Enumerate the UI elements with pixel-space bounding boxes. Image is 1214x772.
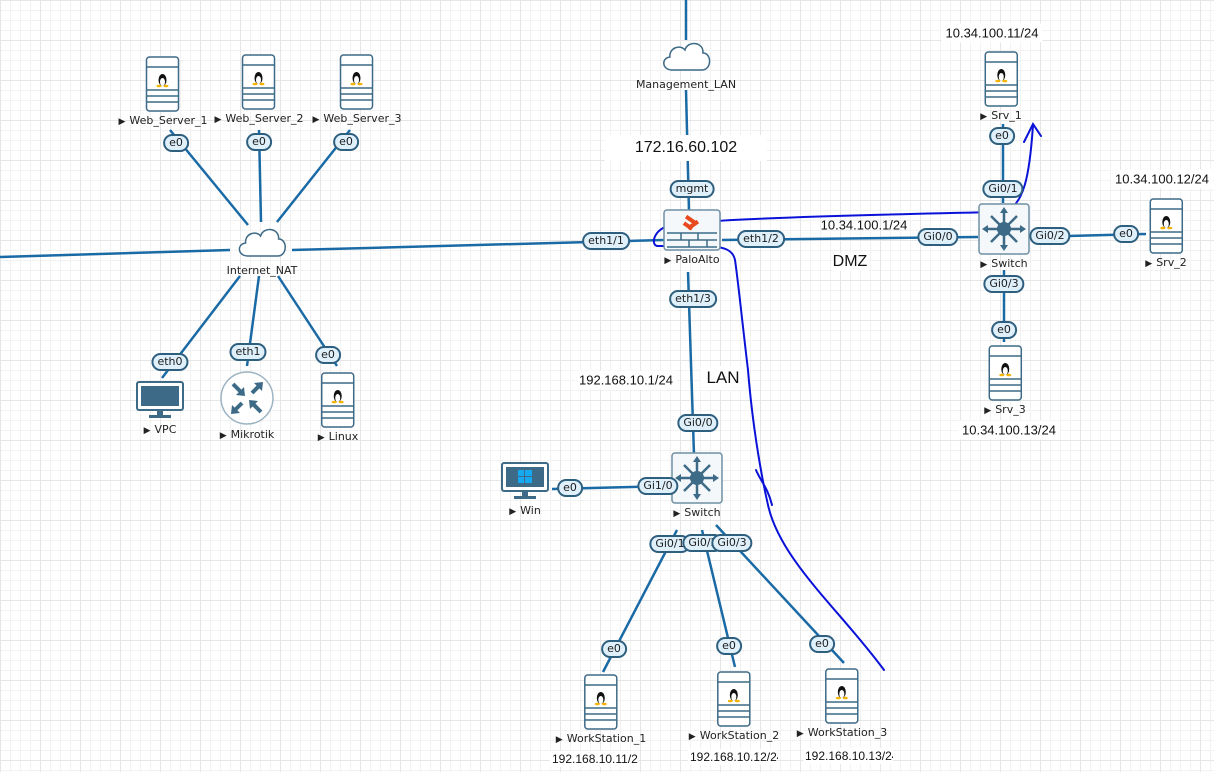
node-label: ▶WorkStation_2 (688, 729, 780, 742)
cloud-icon (239, 228, 287, 257)
port-dmz-switch-gi0-3[interactable]: Gi0/3 (983, 275, 1025, 293)
node-web-server-1[interactable]: ▶Web_Server_1 (118, 56, 208, 127)
annotation-dmz[interactable]: DMZ (832, 253, 868, 271)
port-dmz-switch-gi0-2[interactable]: Gi0/2 (1029, 227, 1071, 245)
node-label: ▶Win (509, 504, 541, 517)
node-label: ▶Srv_3 (984, 403, 1026, 416)
link-edge-internet[interactable] (0, 248, 231, 259)
node-label: ▶PaloAlto (664, 253, 720, 266)
node-label: ▶WorkStation_3 (796, 726, 888, 739)
node-workstation-1[interactable]: ▶WorkStation_1 (556, 674, 646, 745)
port-paloalto-eth1-1[interactable]: eth1/1 (582, 232, 630, 250)
node-srv-1[interactable]: ▶Srv_1 (980, 51, 1022, 122)
port-lan-switch-gi0-1[interactable]: Gi0/1 (649, 535, 691, 553)
port-workstation-1-e0[interactable]: e0 (601, 640, 627, 658)
node-label: ▶Srv_1 (980, 109, 1022, 122)
annotation-dmz-gateway-ip[interactable]: 10.34.100.1/24 (820, 217, 908, 233)
annotation-lan[interactable]: LAN (700, 366, 746, 390)
linux-server-icon (146, 56, 180, 112)
node-linux[interactable]: ▶Linux (317, 372, 359, 443)
port-paloalto-eth1-2[interactable]: eth1/2 (737, 230, 785, 248)
port-linux-e0[interactable]: e0 (315, 346, 341, 364)
port-dmz-switch-gi0-1[interactable]: Gi0/1 (982, 180, 1024, 198)
firewall-icon (663, 209, 721, 251)
node-label: ▶Switch (673, 506, 721, 519)
node-label: ▶VPC (143, 423, 177, 436)
node-web-server-2[interactable]: ▶Web_Server_2 (214, 54, 304, 125)
port-dmz-switch-gi0-0[interactable]: Gi0/0 (917, 228, 959, 246)
node-label: Management_LAN (635, 78, 737, 91)
port-lan-switch-gi1-0[interactable]: Gi1/0 (637, 477, 679, 495)
linux-server-icon (984, 51, 1018, 107)
node-label: ▶Web_Server_3 (312, 112, 402, 125)
monitor-icon (136, 381, 184, 418)
node-internet-nat[interactable]: Internet_NAT (226, 222, 298, 277)
node-workstation-3[interactable]: ▶WorkStation_3 (797, 668, 887, 739)
node-web-server-3[interactable]: ▶Web_Server_3 (312, 54, 402, 125)
linux-server-icon (340, 54, 374, 110)
port-mikrotik-eth1[interactable]: eth1 (229, 343, 267, 361)
port-vpc-eth0[interactable]: eth0 (151, 353, 189, 371)
linux-server-icon (717, 671, 751, 727)
port-web-server-3-e0[interactable]: e0 (333, 133, 359, 151)
port-web-server-2-e0[interactable]: e0 (246, 133, 272, 151)
annotation-srv-3-ip[interactable]: 10.34.100.13/24 (958, 420, 1060, 440)
windows-monitor-icon (501, 462, 549, 499)
port-workstation-3-e0[interactable]: e0 (809, 635, 835, 653)
port-lan-switch-gi0-0[interactable]: Gi0/0 (677, 414, 719, 432)
annotation-lan-gateway-ip[interactable]: 192.168.10.1/24 (575, 370, 677, 390)
annotation-srv-1-ip[interactable]: 10.34.100.11/24 (941, 23, 1043, 43)
port-lan-switch-gi0-3[interactable]: Gi0/3 (711, 534, 753, 552)
node-lan-switch[interactable]: ▶Switch (671, 452, 723, 519)
port-srv-1-e0[interactable]: e0 (989, 127, 1015, 145)
port-paloalto-eth1-3[interactable]: eth1/3 (669, 290, 717, 308)
node-vpc[interactable]: ▶VPC (135, 381, 185, 436)
annotation-workstation-1-ip[interactable]: 192.168.10.11/24 (550, 751, 638, 767)
annotation-workstation-2-ip[interactable]: 192.168.10.12/24 (688, 749, 778, 765)
port-paloalto-mgmt[interactable]: mgmt (669, 180, 715, 198)
node-srv-2[interactable]: ▶Srv_2 (1145, 198, 1187, 269)
switch-icon (671, 452, 723, 504)
node-label: Internet_NAT (226, 264, 298, 277)
linux-server-icon (584, 674, 618, 730)
annotation-workstation-3-ip[interactable]: 192.168.10.13/24 (803, 748, 893, 764)
node-label: ▶Switch (980, 257, 1028, 270)
linux-server-icon (321, 372, 355, 428)
node-dmz-switch[interactable]: ▶Switch (978, 203, 1030, 270)
annotation-srv-2-ip[interactable]: 10.34.100.12/24 (1111, 169, 1213, 189)
node-workstation-2[interactable]: ▶WorkStation_2 (689, 671, 779, 742)
node-label: ▶WorkStation_1 (555, 732, 647, 745)
node-win[interactable]: ▶Win (500, 462, 550, 517)
node-label: ▶Web_Server_1 (118, 114, 208, 127)
node-paloalto[interactable]: ▶PaloAlto (663, 209, 721, 266)
node-label: ▶Mikrotik (219, 428, 275, 441)
linux-server-icon (1149, 198, 1183, 254)
linux-server-icon (242, 54, 276, 110)
node-srv-3[interactable]: ▶Srv_3 (984, 345, 1026, 416)
router-icon (220, 371, 274, 425)
node-management-lan[interactable]: Management_LAN (636, 36, 736, 91)
node-label: ▶Linux (317, 430, 359, 443)
switch-icon (978, 203, 1030, 255)
port-win-e0[interactable]: e0 (557, 479, 583, 497)
node-label: ▶Srv_2 (1145, 256, 1187, 269)
node-mikrotik[interactable]: ▶Mikrotik (219, 370, 275, 441)
linux-server-icon (988, 345, 1022, 401)
port-workstation-2-e0[interactable]: e0 (716, 637, 742, 655)
port-srv-3-e0[interactable]: e0 (991, 321, 1017, 339)
node-label: ▶Web_Server_2 (214, 112, 304, 125)
cloud-icon (663, 42, 711, 71)
annotation-mgmt-ip[interactable]: 172.16.60.102 (604, 135, 768, 161)
linux-server-icon (825, 668, 859, 724)
port-srv-2-e0[interactable]: e0 (1113, 225, 1139, 243)
port-web-server-1-e0[interactable]: e0 (163, 134, 189, 152)
